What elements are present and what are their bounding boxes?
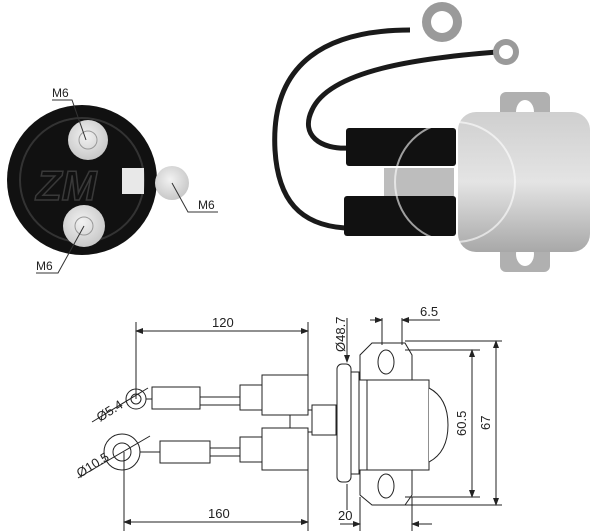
terminal-boot-bottom bbox=[344, 196, 456, 236]
zm-watermark: ZM bbox=[34, 161, 98, 210]
dim-120: 120 bbox=[212, 315, 234, 330]
dim-160: 160 bbox=[208, 506, 230, 521]
solenoid-body bbox=[458, 112, 590, 252]
dim-body-dia: Ø48.7 bbox=[333, 317, 348, 352]
svg-text:ZM: ZM bbox=[35, 162, 98, 209]
dim-slot-width: 6.5 bbox=[420, 304, 438, 319]
dim-ring-small: Ø5.4 bbox=[94, 397, 126, 425]
dim-ring-large: Ø10.5 bbox=[74, 449, 112, 480]
terminal-boot-top bbox=[346, 128, 456, 166]
end-view: ZM M6 M6 M6 bbox=[7, 86, 218, 274]
product-photo bbox=[272, 2, 590, 272]
dim-bracket-height: 67 bbox=[478, 416, 493, 430]
label-top-m6: M6 bbox=[52, 86, 69, 100]
technical-drawing bbox=[77, 317, 502, 531]
top-stud bbox=[68, 120, 108, 160]
side-connector bbox=[122, 168, 144, 194]
dim-hole-spacing: 60.5 bbox=[454, 411, 469, 436]
label-bottom-m6: M6 bbox=[36, 259, 53, 273]
solenoid-cap bbox=[7, 105, 157, 255]
dim-bracket-width: 20 bbox=[338, 508, 352, 523]
label-side-m6: M6 bbox=[198, 198, 215, 212]
